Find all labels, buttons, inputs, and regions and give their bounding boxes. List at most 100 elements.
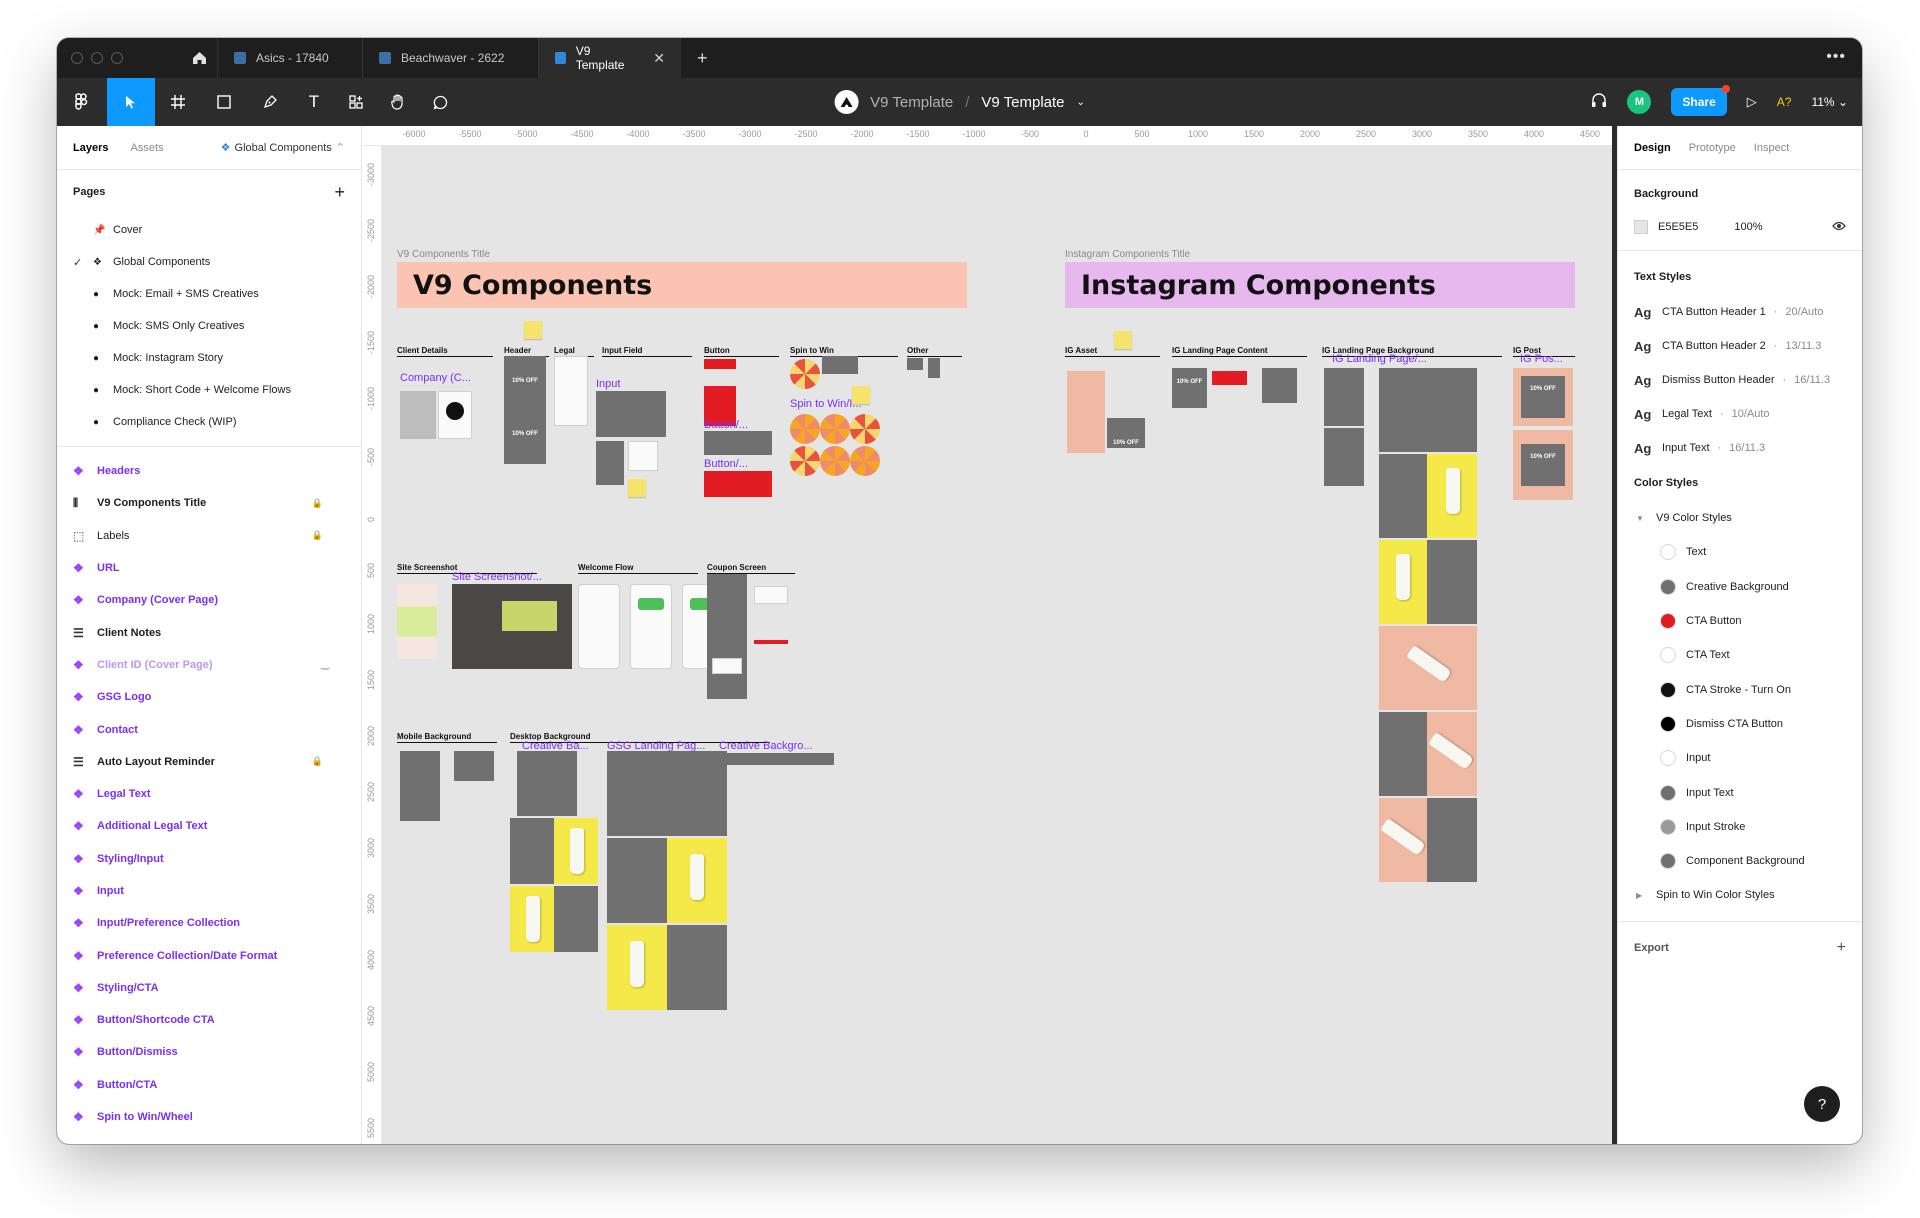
page-item[interactable]: ●Mock: Instagram Story <box>57 342 361 374</box>
page-item[interactable]: 📌Cover <box>57 214 361 246</box>
page-item[interactable]: ✓❖Global Components <box>57 246 361 278</box>
layer-row[interactable]: ☰Auto Layout Reminder🔒 <box>57 746 361 778</box>
resources-icon[interactable] <box>335 78 377 126</box>
layer-row[interactable]: ❖Button/CTA <box>57 1069 361 1101</box>
instagram-components-banner[interactable]: Instagram Components <box>1065 262 1575 308</box>
layer-row[interactable]: ⫴V9 Components Title🔒 <box>57 487 361 519</box>
color-style-row[interactable]: Dismiss CTA Button <box>1634 707 1846 741</box>
frame-tool-icon[interactable] <box>155 78 201 126</box>
help-button[interactable]: ? <box>1804 1086 1840 1122</box>
chevron-down-icon[interactable]: ⌄ <box>1076 96 1085 108</box>
lock-icon[interactable]: 🔒 <box>311 756 323 767</box>
section-ig-post[interactable]: IG Post <box>1513 346 1575 357</box>
file-name[interactable]: V9 Template <box>981 93 1065 111</box>
hidden-eye-icon[interactable]: ‿ <box>320 659 329 671</box>
component-label[interactable]: IG Landing Page/... <box>1332 353 1427 365</box>
color-style-row[interactable]: Text <box>1634 535 1846 569</box>
tab-assets[interactable]: Assets <box>130 141 164 154</box>
color-style-row[interactable]: CTA Stroke - Turn On <box>1634 672 1846 706</box>
background-opacity-input[interactable]: 100% <box>1734 221 1763 233</box>
layer-row[interactable]: ❖Button/Dismiss <box>57 1036 361 1068</box>
tab-prototype[interactable]: Prototype <box>1688 141 1736 154</box>
component-label[interactable]: GSG Landing Pag... <box>607 740 706 752</box>
section-button[interactable]: Button <box>704 346 779 357</box>
layer-row[interactable]: ❖Styling/Input <box>57 843 361 875</box>
section-ig-asset[interactable]: IG Asset <box>1065 346 1160 357</box>
add-export-icon[interactable]: + <box>1836 938 1846 956</box>
layer-row[interactable]: ❖GSG Logo <box>57 681 361 713</box>
layer-row[interactable]: ❖Preference Collection/Date Format <box>57 939 361 971</box>
eye-icon[interactable] <box>1832 220 1846 234</box>
hand-tool-icon[interactable] <box>377 78 419 126</box>
layer-row[interactable]: ❖Input <box>57 875 361 907</box>
tab-inspect[interactable]: Inspect <box>1753 141 1790 154</box>
zoom-level[interactable]: 11% ⌄ <box>1811 95 1848 109</box>
tab-beachwaver[interactable]: Beachwaver - 2622 <box>362 38 538 78</box>
component-label[interactable]: IG Pos... <box>1520 353 1563 365</box>
section-site-screenshot[interactable]: Site Screenshot <box>397 563 537 574</box>
layer-row[interactable]: ❖Input/Preference Collection <box>57 907 361 939</box>
background-swatch[interactable] <box>1634 220 1648 234</box>
tab-asics[interactable]: Asics - 17840 <box>217 38 362 78</box>
layer-row[interactable]: ❖Legal Text <box>57 778 361 810</box>
home-icon[interactable] <box>181 38 217 78</box>
close-tab-icon[interactable]: ✕ <box>653 49 665 66</box>
color-style-row[interactable]: Input Text <box>1634 775 1846 809</box>
tab-layers[interactable]: Layers <box>73 141 109 154</box>
tab-design[interactable]: Design <box>1634 141 1671 154</box>
tab-v9-template[interactable]: V9 Template ✕ <box>538 38 681 78</box>
component-label[interactable]: Spin to Win/I... <box>790 398 862 410</box>
color-style-row[interactable]: Component Background <box>1634 844 1846 878</box>
team-name[interactable]: V9 Template <box>870 93 954 111</box>
component-label[interactable]: Input <box>596 378 621 390</box>
layer-row[interactable]: ❖Client ID (Cover Page)‿ <box>57 649 361 681</box>
lock-icon[interactable]: 🔒 <box>311 497 323 508</box>
section-coupon-screen[interactable]: Coupon Screen <box>707 563 795 574</box>
section-mobile-background[interactable]: Mobile Background <box>397 732 497 743</box>
avatar[interactable]: M <box>1627 90 1652 114</box>
layer-row[interactable]: ❖Spin to Win/Wheel <box>57 1101 361 1133</box>
component-label[interactable]: Site Screenshot/... <box>452 571 542 583</box>
color-style-row[interactable]: CTA Text <box>1634 638 1846 672</box>
color-style-row[interactable]: Input <box>1634 741 1846 775</box>
color-style-row[interactable]: Creative Background <box>1634 570 1846 604</box>
more-icon[interactable]: ••• <box>1826 48 1846 65</box>
page-item[interactable]: ●Mock: Email + SMS Creatives <box>57 278 361 310</box>
page-item[interactable]: ●Mock: Short Code + Welcome Flows <box>57 374 361 406</box>
section-ig-landing-background[interactable]: IG Landing Page Background <box>1322 346 1502 357</box>
section-client-details[interactable]: Client Details <box>397 346 493 357</box>
layer-row[interactable]: ❖Company (Cover Page) <box>57 584 361 616</box>
comment-tool-icon[interactable] <box>419 78 461 126</box>
present-play-icon[interactable]: ▷ <box>1746 94 1757 109</box>
headphones-icon[interactable] <box>1591 93 1607 111</box>
section-other[interactable]: Other <box>907 346 962 357</box>
add-page-icon[interactable]: + <box>334 181 345 202</box>
pen-tool-icon[interactable] <box>247 78 293 126</box>
layer-row[interactable]: ❖Headers <box>57 455 361 487</box>
layer-row[interactable]: ❖Button/Shortcode CTA <box>57 1004 361 1036</box>
design-canvas[interactable]: V9 Components Title V9 Components Instag… <box>382 146 1612 1144</box>
section-desktop-background[interactable]: Desktop Background <box>510 732 770 743</box>
lock-icon[interactable]: 🔒 <box>311 530 323 541</box>
page-item[interactable]: ●Mock: SMS Only Creatives <box>57 310 361 342</box>
frame-label[interactable]: Instagram Components Title <box>1065 249 1191 260</box>
section-welcome-flow[interactable]: Welcome Flow <box>578 563 698 574</box>
maximize-window-button[interactable] <box>111 52 123 64</box>
minimize-window-button[interactable] <box>91 52 103 64</box>
layer-row[interactable]: ❖URL <box>57 552 361 584</box>
layer-row[interactable]: ❖Additional Legal Text <box>57 810 361 842</box>
layer-row[interactable]: ❖Styling/CTA <box>57 972 361 1004</box>
frame-label[interactable]: V9 Components Title <box>397 249 490 260</box>
shape-tool-icon[interactable] <box>201 78 247 126</box>
close-window-button[interactable] <box>71 52 83 64</box>
layer-row[interactable]: ❖Spin to Win <box>57 1133 361 1144</box>
v9-components-banner[interactable]: V9 Components <box>397 262 967 308</box>
ask-ai-button[interactable]: A? <box>1776 95 1792 109</box>
text-tool-icon[interactable]: T <box>308 92 320 111</box>
current-page-selector[interactable]: ❖ Global Components ⌃ <box>221 141 345 155</box>
